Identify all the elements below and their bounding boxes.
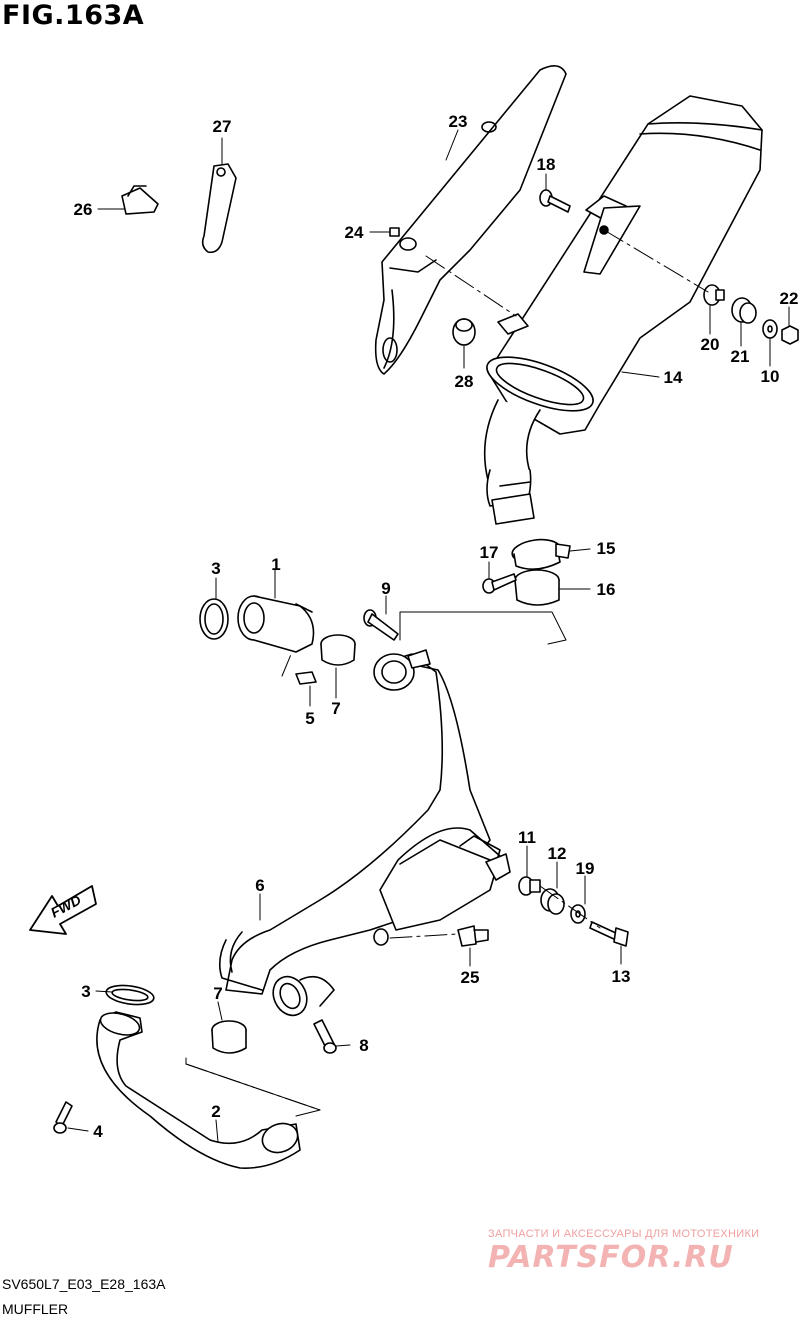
figure-title: FIG.163A [2,0,145,31]
diagram-code: SV650L7_E03_E28_163A [2,1276,166,1292]
callout-25: 25 [461,968,480,987]
gasket-7-upper [320,634,356,666]
callout-8: 8 [359,1036,368,1055]
bolt-5 [295,671,317,685]
mount-clip-part [497,313,529,335]
callout-18: 18 [537,155,556,174]
damper-12 [540,888,565,915]
clamp-15 [511,538,571,570]
bolt-4 [53,1101,73,1134]
washer-19 [570,904,586,924]
callout-6: 6 [255,876,264,895]
gasket-16 [514,569,560,606]
spacer-11 [518,876,541,896]
front-exhaust-pipe-2 [96,1011,301,1169]
callout-16: 16 [597,580,616,599]
callout-10: 10 [761,367,780,386]
spacer-20 [703,284,725,306]
callout-2: 2 [211,1102,220,1121]
damper-21 [731,297,757,324]
muffler-part [483,95,763,525]
callout-12: 12 [548,844,567,863]
callout-15: 15 [597,539,616,558]
callout-3-lower: 3 [81,982,90,1001]
callout-4: 4 [93,1122,103,1141]
fwd-arrow-icon: FWD [29,885,97,935]
nut-22 [781,325,799,345]
callout-13: 13 [612,967,631,986]
gasket-7-lower [211,1020,247,1054]
callout-3-upper: 3 [211,559,220,578]
heat-shield-bracket-part [374,65,567,375]
callout-7-upper: 7 [331,699,340,718]
bolt-24 [389,227,400,237]
bolt-8 [313,1019,337,1054]
callout-23: 23 [449,112,468,131]
bracket-27 [201,163,237,254]
callout-27: 27 [213,117,232,136]
gasket-3-upper [199,598,229,640]
diagram-caption: MUFFLER [2,1301,69,1317]
sensor-plug-25 [457,925,489,947]
callout-21: 21 [731,347,750,366]
bolt-9 [363,609,399,641]
callout-19: 19 [576,859,595,878]
callout-14: 14 [664,368,683,387]
washer-10 [762,319,778,339]
exhaust-pipe-assembly-6 [218,649,511,1017]
bolt-17 [482,573,517,594]
callout-22: 22 [780,289,799,308]
damper-rubber-28 [452,318,476,346]
callout-28: 28 [455,372,474,391]
clamp-26 [121,185,159,215]
watermark-tagline: ЗАПЧАСТИ И АКСЕССУАРЫ ДЛЯ МОТОТЕХНИКИ [488,1228,760,1240]
callout-20: 20 [701,335,720,354]
callout-17: 17 [480,543,499,562]
bolt-13 [589,921,629,947]
gasket-3-lower [105,984,155,1006]
connection-lines [185,229,709,1117]
callout-26: 26 [74,200,93,219]
joint-pipe-1 [237,595,315,653]
callout-5: 5 [305,709,314,728]
callout-1: 1 [271,555,280,574]
callout-7-lower: 7 [213,984,222,1003]
callout-11: 11 [518,828,536,847]
callout-labels: 1 2 3 3 4 5 6 7 7 8 9 10 11 12 13 14 15 … [74,112,799,1141]
callout-24: 24 [345,223,364,242]
leader-lines [67,129,790,1143]
watermark-logo: PARTSFOR.RU [488,1240,734,1275]
bolt-18 [539,189,571,213]
callout-9: 9 [381,579,390,598]
